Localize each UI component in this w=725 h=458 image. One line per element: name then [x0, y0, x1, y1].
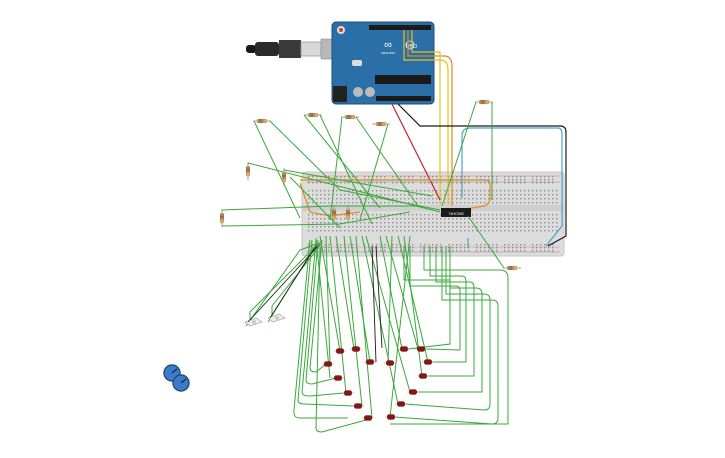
- arduino-brand-text: ARDUINO: [381, 51, 396, 55]
- led: [417, 373, 429, 379]
- led: [364, 359, 376, 365]
- chip-label: 74HC595: [448, 212, 463, 216]
- led: [350, 346, 362, 352]
- signal-wires: [221, 101, 509, 433]
- led: [322, 361, 334, 367]
- analog-header: [376, 96, 431, 101]
- resistor: [246, 162, 250, 180]
- leds: [322, 346, 434, 421]
- resistor: [503, 266, 521, 270]
- led: [352, 403, 364, 409]
- led: [384, 360, 396, 366]
- resistor: [282, 168, 286, 186]
- resistor: [475, 100, 493, 104]
- arduino-logo: ∞: [384, 39, 392, 51]
- resistor: [372, 122, 390, 126]
- led: [334, 348, 346, 354]
- shift-register-chip[interactable]: 74HC595: [441, 208, 471, 217]
- digital-header: [369, 25, 431, 30]
- ground-wires: [371, 245, 383, 363]
- usb-connector: [300, 41, 322, 57]
- led: [385, 414, 397, 420]
- potentiometer-2-knob-icon: [172, 374, 190, 392]
- push-button-1: [244, 317, 263, 327]
- led: [395, 401, 407, 407]
- led: [422, 359, 434, 365]
- resistor: [346, 205, 350, 223]
- resistors: [220, 100, 521, 270]
- led: [342, 390, 354, 396]
- resistor: [341, 115, 359, 119]
- usb-plug-body: [255, 42, 279, 56]
- arduino-uno-board[interactable]: ∞ ARDUINO UNO: [246, 21, 435, 105]
- led: [332, 375, 344, 381]
- usb-plug-tip: [246, 45, 256, 53]
- push-button-2: [267, 313, 286, 323]
- push-buttons[interactable]: [244, 243, 321, 327]
- atmega-chip: [375, 75, 431, 84]
- resistor: [332, 205, 336, 223]
- power-jack: [333, 86, 347, 102]
- led: [398, 346, 410, 352]
- power-wires: [299, 30, 567, 248]
- led: [415, 346, 427, 352]
- led: [407, 389, 419, 395]
- led: [362, 415, 374, 421]
- resistor: [220, 209, 224, 227]
- resistor: [253, 119, 271, 123]
- resistor: [304, 113, 322, 117]
- potentiometers[interactable]: [163, 364, 190, 392]
